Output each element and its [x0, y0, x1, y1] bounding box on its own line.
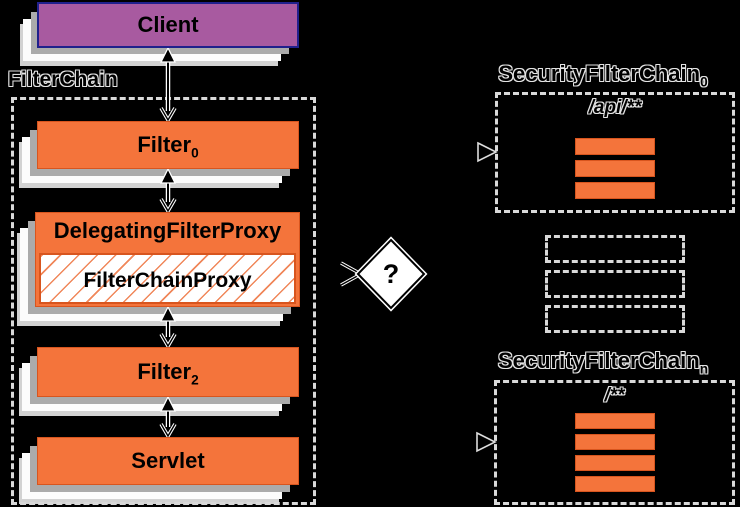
more-chains-placeholder	[545, 235, 685, 340]
security-filter-bar	[574, 455, 655, 471]
chain0-filter-bars	[498, 138, 732, 199]
chainN-title-text: SecurityFilterChain	[497, 348, 700, 373]
chainN-url-pattern: /**	[604, 385, 625, 406]
arrow-client-filter0-icon	[159, 48, 177, 121]
chain0-url-pattern: /api/**	[588, 97, 642, 118]
filter2-box: Filter2	[22, 347, 299, 411]
chain0-title-subscript: 0	[700, 74, 708, 90]
chainN-title-subscript: n	[699, 361, 709, 377]
security-filter-bar	[575, 182, 655, 199]
filter2-text: Filter	[137, 359, 192, 384]
filterchain-container	[11, 97, 316, 505]
filter-chain-proxy-box: FilterChainProxy	[39, 253, 296, 304]
filter0-text: Filter	[137, 132, 192, 157]
filter-chain-proxy-label: FilterChainProxy	[83, 269, 252, 292]
arrow-filter2-servlet-icon	[159, 397, 177, 437]
decision-diamond	[354, 236, 428, 312]
arrowhead-chain0-icon	[477, 141, 498, 163]
security-filter-chain-0-box: /api/**	[495, 92, 735, 213]
filterchain-label: FilterChain	[8, 68, 118, 91]
servlet-box: Servlet	[22, 437, 299, 499]
arrow-filter0-delegating-icon	[159, 169, 177, 212]
security-filter-bar	[574, 434, 655, 450]
servlet-label: Servlet	[131, 448, 205, 473]
filter0-subscript: 0	[191, 145, 199, 161]
security-filter-chain-n-box: /**	[494, 380, 735, 505]
placeholder-chain-bar	[545, 235, 685, 263]
delegating-filter-proxy-label: DelegatingFilterProxy	[53, 218, 282, 243]
placeholder-chain-bar	[545, 305, 685, 333]
filter0-label: Filter0	[137, 132, 199, 161]
client-box: Client	[23, 2, 299, 61]
decision-question-label: ?	[382, 258, 400, 289]
delegating-filter-proxy-box: DelegatingFilterProxy FilterChainProxy	[20, 212, 300, 321]
chainN-filter-bars	[497, 413, 732, 492]
security-filter-chain-n-title: SecurityFilterChainn	[483, 348, 723, 377]
security-filter-bar	[575, 160, 655, 177]
arrow-delegating-filter2-icon	[159, 307, 177, 347]
filter2-label: Filter2	[137, 359, 199, 388]
security-filter-bar	[575, 138, 655, 155]
filter0-box: Filter0	[22, 121, 299, 183]
filter2-subscript: 2	[191, 372, 199, 388]
arrowhead-chainN-icon	[476, 431, 497, 453]
placeholder-chain-bar	[545, 270, 685, 298]
client-label: Client	[137, 12, 199, 37]
chain0-title-text: SecurityFilterChain	[498, 61, 701, 86]
security-filter-chain-0-title: SecurityFilterChain0	[483, 61, 723, 90]
security-filter-bar	[574, 476, 655, 492]
security-filter-bar	[574, 413, 655, 429]
